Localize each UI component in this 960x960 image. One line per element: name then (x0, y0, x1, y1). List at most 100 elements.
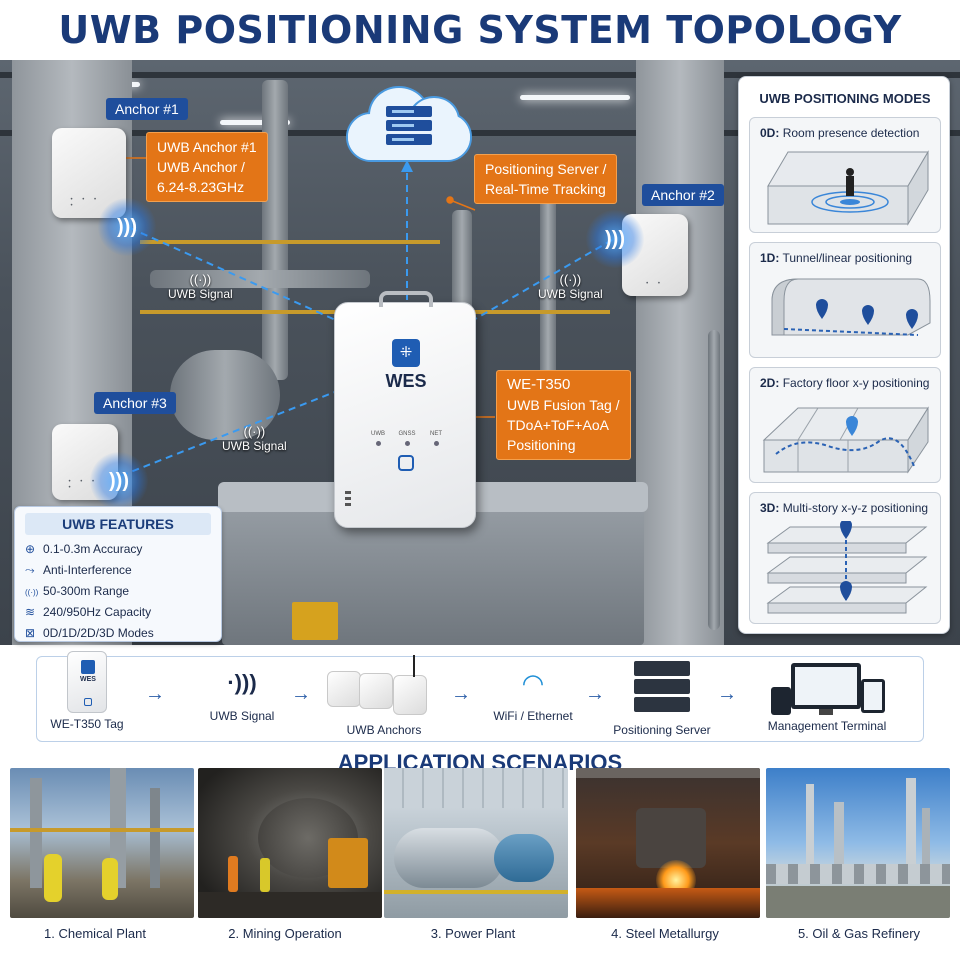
device-brand: WES (385, 371, 427, 391)
server-callout: Positioning Server / Real-Time Tracking (474, 154, 618, 204)
flow-label: WiFi / Ethernet (493, 709, 573, 723)
link-anchor1-tag (129, 227, 341, 323)
arrow-up-icon (401, 160, 413, 172)
ceiling-light (220, 120, 290, 125)
anchors-icon (321, 655, 447, 717)
device-led-row: UWB GNSS NET (367, 431, 447, 446)
flow-label: Positioning Server (613, 723, 711, 737)
factory-floor-icon (762, 406, 929, 474)
features-panel: UWB FEATURES ⊕0.1-0.3m Accuracy ⤳Anti-In… (14, 506, 222, 642)
uwb-signal-icon: ·))) (227, 670, 257, 695)
turbine (170, 350, 280, 440)
flow-item-signal[interactable]: ·))) UWB Signal (197, 667, 287, 723)
flow-label: UWB Signal (209, 709, 275, 723)
uwb-signal-label: ((·))UWB Signal (168, 272, 233, 301)
callout-line: UWB Anchor #1 (157, 139, 257, 155)
capacity-icon: ≋ (25, 605, 36, 619)
led-label: GNSS (396, 431, 418, 446)
scene-label: 2. Mining Operation (228, 926, 342, 941)
link-anchor2-tag (469, 239, 613, 323)
mode-1d[interactable]: 1D: Tunnel/linear positioning (749, 242, 941, 358)
flow-label: Management Terminal (767, 719, 887, 733)
anchor-1-callout: UWB Anchor #1 UWB Anchor / 6.24-8.23GHz (146, 132, 268, 202)
server-icon (634, 661, 690, 713)
ceiling-beam (0, 72, 960, 78)
shield-icon: ⤳ (25, 563, 35, 577)
led-label: UWB (367, 431, 389, 446)
callout-line: UWB Fusion Tag / (507, 397, 620, 413)
tag-callout: WE-T350 UWB Fusion Tag / TDoA+ToF+AoA Po… (496, 370, 631, 460)
mode-3d[interactable]: 3D: Multi-story x-y-z positioning (749, 492, 941, 624)
target-icon: ⊕ (25, 542, 36, 556)
flow-arrow-icon: → (145, 683, 165, 705)
flow-arrow-icon: → (585, 683, 605, 705)
callout-line: Real-Time Tracking (485, 181, 606, 197)
pipe (540, 170, 556, 380)
anchor-2-label: Anchor #2 (642, 184, 724, 206)
flow-arrow-icon: → (717, 683, 737, 705)
server-stack-icon (386, 106, 432, 146)
room-presence-icon (767, 150, 929, 226)
cloud-server-icon[interactable] (346, 84, 472, 162)
wifi-icon: ◠ (521, 668, 545, 698)
steel-metallurgy-image[interactable] (576, 768, 760, 918)
mode-2d[interactable]: 2D: Factory floor x-y positioning (749, 367, 941, 483)
leader-dot (446, 196, 454, 204)
modes-icon: ⊠ (25, 626, 36, 640)
flow-arrow-icon: → (451, 683, 471, 705)
feature-item: ⤳Anti-Interference (25, 560, 211, 581)
scene-label: 5. Oil & Gas Refinery (797, 926, 921, 941)
led-label: NET (425, 431, 447, 446)
page-title: UWB POSITIONING SYSTEM TOPOLOGY (58, 8, 902, 52)
callout-line: Positioning Server / (485, 161, 607, 177)
signal-burst-icon: ))) (90, 452, 148, 510)
modes-panel: UWB POSITIONING MODES 0D: Room presence … (738, 76, 950, 634)
terminal-icon (757, 661, 897, 717)
callout-line: UWB Anchor / (157, 159, 245, 175)
uwb-signal-label: ((·))UWB Signal (538, 272, 603, 301)
features-title: UWB FEATURES (25, 513, 211, 535)
anchor-1-label: Anchor #1 (106, 98, 188, 120)
mining-operation-image[interactable] (198, 768, 382, 918)
scene-label: 1. Chemical Plant (44, 926, 146, 941)
scene-label: 3. Power Plant (430, 926, 516, 941)
chemical-plant-image[interactable] (10, 768, 194, 918)
oil-gas-refinery-image[interactable] (766, 768, 950, 918)
feature-item: ≋240/950Hz Capacity (25, 602, 211, 623)
flow-label: UWB Anchors (346, 723, 422, 737)
flow-arrow-icon: → (291, 683, 311, 705)
signal-burst-icon: ))) (586, 210, 644, 268)
multi-story-icon (766, 521, 928, 614)
device-vents (345, 491, 351, 509)
flow-item-tag[interactable]: WES WE-T350 Tag (47, 651, 127, 731)
scene-label: 4. Steel Metallurgy (611, 926, 719, 941)
callout-line: WE-T350 (507, 376, 571, 393)
wifi-signal-icon: ((·)) (243, 424, 266, 439)
flow-item-server[interactable]: Positioning Server (607, 661, 717, 737)
power-plant-image[interactable] (384, 768, 568, 918)
anchor-3-label: Anchor #3 (94, 392, 176, 414)
pipe (150, 270, 370, 288)
mode-0d[interactable]: 0D: Room presence detection (749, 117, 941, 233)
feature-item: ((·))50-300m Range (25, 581, 211, 602)
feature-item: ⊠0D/1D/2D/3D Modes (25, 623, 211, 644)
yellow-rail (140, 240, 440, 244)
device-handle (379, 291, 433, 307)
data-flow-strip: WES WE-T350 Tag → ·))) UWB Signal → UWB … (36, 651, 924, 742)
flow-item-anchors[interactable]: UWB Anchors (321, 655, 447, 737)
tag-device-icon: WES (67, 651, 107, 713)
flow-item-terminal[interactable]: Management Terminal (757, 661, 897, 733)
uwb-signal-label: ((·))UWB Signal (222, 424, 287, 453)
callout-line: Positioning (507, 437, 576, 453)
wifi-signal-icon: ((·)) (189, 272, 212, 287)
flow-item-network[interactable]: ◠ WiFi / Ethernet (481, 667, 585, 723)
we-t350-tag-device[interactable]: ⁜ WES UWB GNSS NET (334, 291, 476, 528)
flow-label: WE-T350 Tag (50, 717, 124, 731)
wes-logo-icon: ⁜ (392, 339, 420, 367)
device-button[interactable] (398, 455, 414, 471)
feature-item: ⊕0.1-0.3m Accuracy (25, 539, 211, 560)
tunnel-icon (771, 278, 931, 336)
pipe (262, 80, 288, 380)
warning-sticker (292, 602, 338, 640)
radio-icon: ((·)) (25, 588, 39, 597)
